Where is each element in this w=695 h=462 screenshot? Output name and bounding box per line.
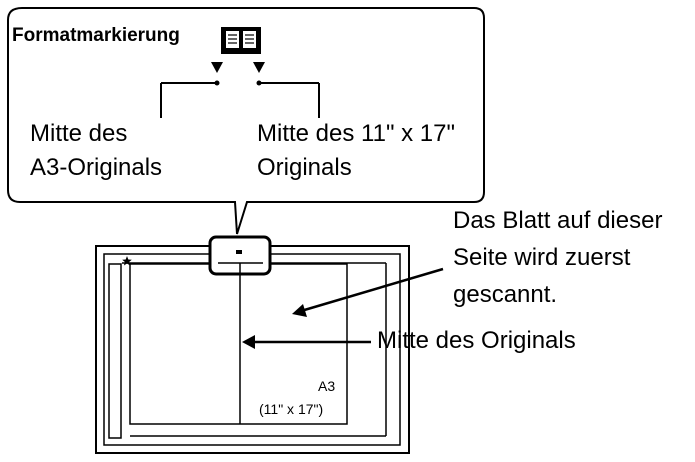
- left-label-line2: A3-Originals: [30, 154, 163, 181]
- callout-bubble: [7, 7, 485, 235]
- right-leader-line: [256, 80, 320, 118]
- first-scan-arrow: [292, 267, 444, 317]
- right-marker-triangle: [253, 62, 265, 73]
- left-marker-triangle: [211, 62, 223, 73]
- side-note-line1: Das Blatt auf dieser: [453, 207, 663, 234]
- scanner-frame: [95, 245, 410, 454]
- side-note-line2: Seite wird zuerst: [453, 244, 631, 271]
- size-label-line2: (11" x 17"): [259, 401, 324, 417]
- size-label-line1: A3: [318, 378, 336, 394]
- corner-star-icon: [122, 256, 132, 266]
- right-label-line1: Mitte des 11" x 17": [257, 120, 456, 147]
- center-label: Mitte des Originals: [377, 327, 576, 354]
- right-label-line2: Originals: [257, 154, 352, 181]
- left-label-line1: Mitte des: [30, 120, 128, 147]
- center-arrow: [242, 335, 371, 349]
- marker-tick: [236, 250, 242, 254]
- left-leader-line: [160, 80, 220, 118]
- callout-title: Formatmarkierung: [12, 25, 180, 46]
- open-book-icon: [221, 27, 261, 54]
- side-note-line3: gescannt.: [453, 281, 558, 308]
- scanner-left-strip: [108, 263, 122, 439]
